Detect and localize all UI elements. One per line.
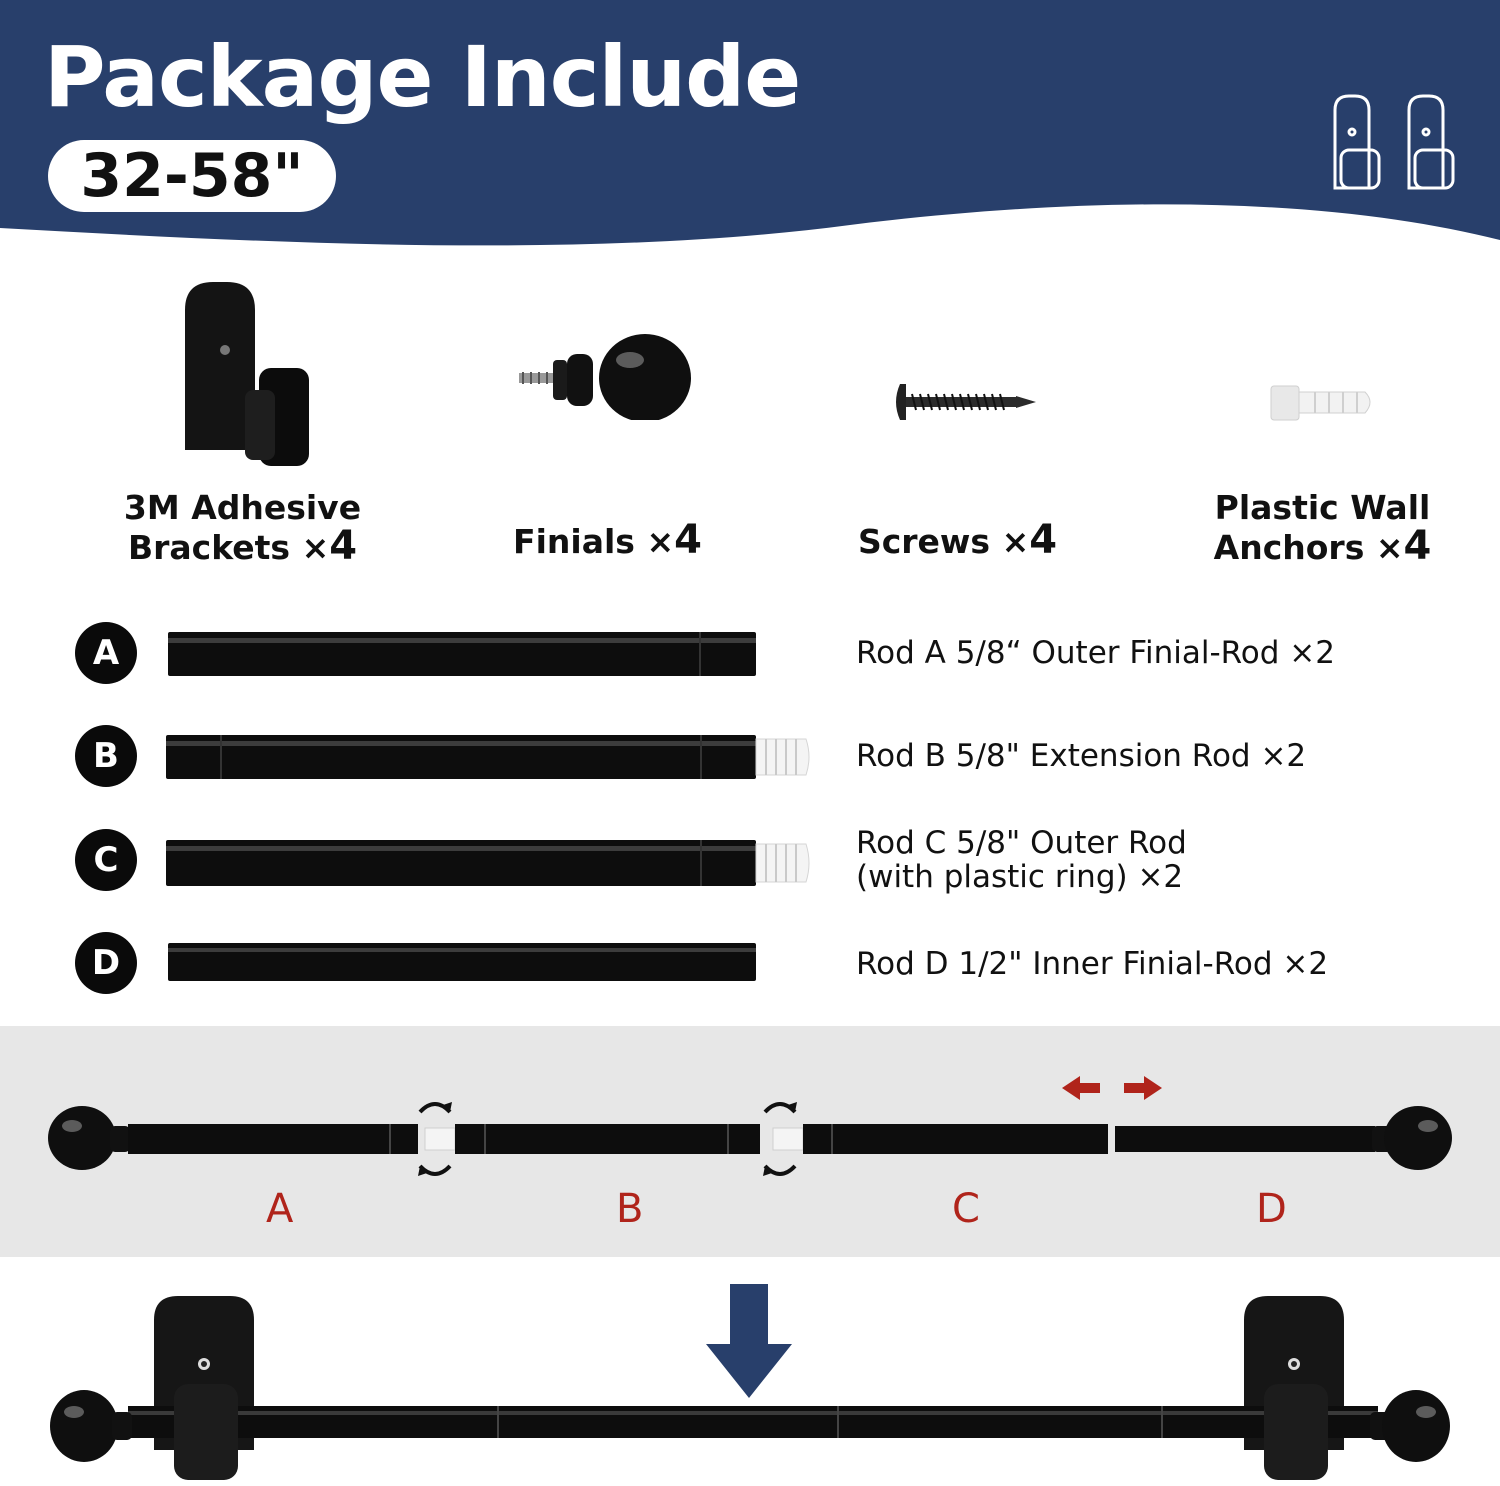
rod-a-description: Rod A 5/8“ Outer Finial-Rod ×2 xyxy=(856,635,1335,671)
item-label-brackets: 3M Adhesive Brackets ×4 xyxy=(123,488,362,569)
header-banner xyxy=(0,0,1500,246)
bracket-icon xyxy=(185,282,309,466)
wall-anchor-icon xyxy=(1270,385,1371,421)
rod-c-description: Rod C 5/8" Outer Rod (with plastic ring)… xyxy=(856,825,1187,895)
page-title: Package Include xyxy=(44,28,801,126)
rod-a-image xyxy=(168,632,756,676)
segment-label-c: C xyxy=(952,1186,980,1232)
rod-c-image xyxy=(166,840,810,886)
assembly-diagram xyxy=(48,1076,1452,1176)
rod-letter-b: B xyxy=(75,725,137,787)
segment-label-a: A xyxy=(266,1186,294,1232)
rod-b-description: Rod B 5/8" Extension Rod ×2 xyxy=(856,738,1307,774)
rod-letter-a: A xyxy=(75,622,137,684)
item-label-screws: Screws ×4 xyxy=(857,517,1058,563)
rod-d-description: Rod D 1/2" Inner Finial-Rod ×2 xyxy=(856,946,1329,982)
rod-letter-c: C xyxy=(75,829,137,891)
finial-icon xyxy=(519,334,691,420)
segment-label-b: B xyxy=(616,1186,644,1232)
assembled-rod-diagram xyxy=(50,1284,1450,1480)
segment-label-d: D xyxy=(1256,1186,1287,1232)
rod-d-image xyxy=(168,943,756,981)
bracket-outline-icon xyxy=(1333,94,1455,190)
item-label-finials: Finials ×4 xyxy=(513,517,702,563)
item-label-anchors: Plastic Wall Anchors ×4 xyxy=(1213,488,1432,569)
rod-b-image xyxy=(166,735,810,779)
rod-letter-d: D xyxy=(75,932,137,994)
size-badge: 32-58" xyxy=(48,140,336,212)
down-arrow-icon xyxy=(706,1284,792,1398)
screw-icon xyxy=(896,384,1036,420)
